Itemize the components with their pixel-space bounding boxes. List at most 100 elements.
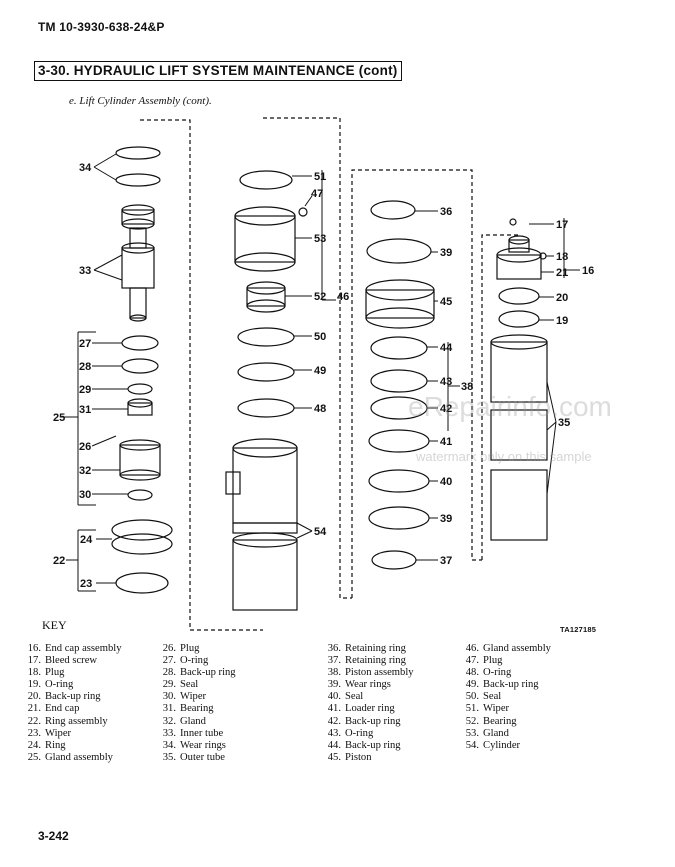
callout-43: 43	[440, 376, 452, 388]
watermark-notice: watermark only on this sample	[416, 449, 592, 464]
key-item-number: 26.	[162, 643, 176, 654]
key-item-number: 45.	[327, 751, 341, 763]
key-item-number: 43.	[327, 727, 341, 739]
leader-lines	[60, 153, 580, 592]
key-item: 35.Outer tube	[157, 752, 236, 764]
key-item: 31. Bearing	[157, 703, 236, 715]
callout-18: 18	[556, 251, 568, 263]
key-item: 51.Wiper	[460, 703, 551, 715]
key-item-number: 40.	[327, 691, 341, 703]
key-item: 17.Bleed screw	[22, 655, 122, 667]
callout-20: 20	[556, 292, 568, 304]
key-item: 30. Wiper	[157, 691, 236, 703]
tm-number: TM 10-3930-638-24&P	[38, 20, 165, 34]
figure-subtitle: e. Lift Cylinder Assembly (cont).	[69, 95, 212, 107]
key-item-number: 53.	[465, 727, 479, 739]
key-item: 39.Wear rings	[322, 679, 414, 691]
key-item: 42. Back-up ring	[322, 716, 414, 728]
key-item-text: Bearing	[180, 703, 214, 715]
key-item-text: Plug	[180, 643, 200, 654]
callout-37: 37	[440, 555, 452, 567]
callout-26: 26	[79, 441, 91, 453]
key-item-number: 51.	[465, 703, 479, 715]
key-item-number: 47.	[465, 655, 479, 667]
exploded-parts-diagram: 34 33 27 28 29 31 25 26 32 30 24 22 23 5…	[53, 117, 594, 631]
callout-34: 34	[79, 162, 92, 174]
callout-22: 22	[53, 555, 65, 567]
key-item-number: 50.	[465, 691, 479, 703]
key-item: 18.Plug	[22, 667, 122, 679]
callout-51: 51	[314, 171, 326, 183]
key-item-text: O-ring	[45, 679, 74, 691]
key-item-text: Bleed screw	[45, 655, 98, 667]
key-item-number: 46.	[465, 643, 479, 654]
column-2-parts	[225, 170, 308, 611]
figure-id: TA127185	[560, 625, 597, 634]
callout-40: 40	[440, 476, 452, 488]
callout-46: 46	[337, 291, 349, 303]
callout-53: 53	[314, 233, 326, 245]
group-boundaries	[140, 117, 520, 631]
key-item-text: Retaining ring	[345, 643, 406, 654]
key-item-number: 18.	[27, 667, 41, 679]
callout-27: 27	[79, 338, 91, 350]
callout-47: 47	[311, 188, 323, 200]
watermark-site: eRepairinfo.com	[408, 391, 612, 422]
callout-41: 41	[440, 436, 452, 448]
callout-24: 24	[80, 534, 93, 546]
key-item-number: 42.	[327, 715, 341, 727]
key-item-number: 52.	[465, 715, 479, 727]
key-item-number: 31.	[162, 703, 176, 715]
key-item-text: Retaining ring	[345, 655, 406, 667]
key-item-text: End cap	[45, 703, 80, 715]
key-item: 19.O-ring	[22, 679, 122, 691]
callout-30: 30	[79, 489, 91, 501]
key-item-text: Piston assembly	[345, 667, 414, 679]
key-item-text: Back-up ring	[345, 715, 401, 727]
key-item-number: 48.	[465, 667, 479, 679]
key-item-text: Back-up ring	[180, 667, 236, 679]
key-item-number: 27.	[162, 655, 176, 667]
callout-29: 29	[79, 384, 91, 396]
key-item-number: 39.	[327, 679, 341, 691]
key-item-text: Ring	[45, 739, 66, 751]
key-item-number: 38.	[327, 667, 341, 679]
callout-54: 54	[314, 526, 327, 538]
key-item: 16.End cap assembly	[22, 643, 122, 655]
callout-16: 16	[582, 265, 594, 277]
key-item-text: Back-up ring	[345, 739, 401, 751]
key-item: 43. O-ring	[322, 728, 414, 740]
key-item-number: 22.	[27, 715, 41, 727]
key-item: 45. Piston	[322, 752, 414, 764]
column-3-parts	[365, 200, 435, 570]
callout-17: 17	[556, 219, 568, 231]
key-item: 41.Loader ring	[322, 703, 414, 715]
key-item-text: Seal	[483, 691, 502, 703]
callout-19: 19	[556, 315, 568, 327]
key-item-text: Back-up ring	[45, 691, 101, 703]
key-item: 28.Back-up ring	[157, 667, 236, 679]
key-item-text: O-ring	[345, 727, 374, 739]
key-item-number: 30.	[162, 691, 176, 703]
key-item-number: 35.	[162, 751, 176, 763]
callout-39a: 39	[440, 247, 452, 259]
key-item-number: 33.	[162, 727, 176, 739]
key-item-text: Back-up ring	[483, 679, 539, 691]
key-item-text: Piston	[345, 751, 372, 763]
key-item-number: 32.	[162, 715, 176, 727]
section-title: 3-30. HYDRAULIC LIFT SYSTEM MAINTENANCE …	[34, 61, 403, 81]
key-item: 23.Wiper	[22, 728, 122, 740]
key-item: 53.Gland	[460, 728, 551, 740]
key-item-number: 37.	[327, 655, 341, 667]
callout-36: 36	[440, 206, 452, 218]
key-item: 48.O-ring	[460, 667, 551, 679]
callout-23: 23	[80, 578, 92, 590]
key-item-text: Seal	[345, 691, 364, 703]
callout-48: 48	[314, 403, 326, 415]
key-item-number: 16.	[27, 643, 41, 654]
key-item-text: Wiper	[180, 691, 207, 703]
key-item: 54.Cylinder	[460, 740, 551, 752]
